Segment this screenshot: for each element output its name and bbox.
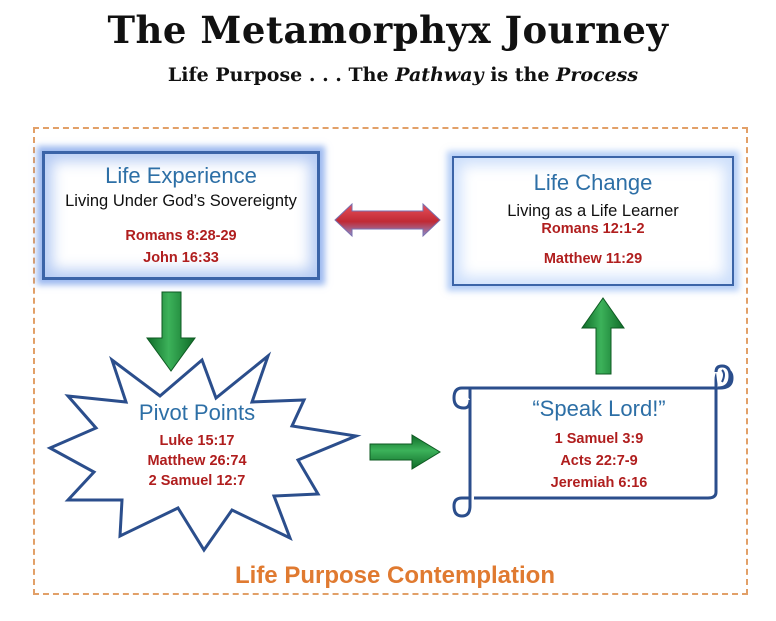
double-arrow [334,202,441,238]
life-change-subtitle: Living as a Life Learner [507,202,679,220]
speak-lord-content: “Speak Lord!” 1 Samuel 3:9 Acts 22:7-9 J… [492,396,706,493]
speak-lord-ref-3: Jeremiah 6:16 [550,475,648,491]
life-experience-subtitle: Living Under God’s Sovereignty [65,192,297,210]
life-experience-heading: Life Experience [105,163,257,188]
pivot-points-ref-1: Luke 15:17 [159,433,235,449]
pivot-points-heading: Pivot Points [138,400,256,425]
life-experience-box: Life Experience Living Under God’s Sover… [42,151,320,280]
arrow-up [581,297,625,375]
arrow-right [369,434,441,470]
speak-lord-ref-1: 1 Samuel 3:9 [554,431,644,447]
footer-label: Life Purpose Contemplation [234,562,555,589]
dashed-frame [33,127,748,595]
life-change-box: Life Change Living as a Life Learner Rom… [452,156,734,286]
life-experience-ref-2: John 16:33 [143,250,219,266]
arrow-down [146,291,196,372]
burst-shape [46,351,362,553]
life-change-heading: Life Change [533,170,653,195]
diagram-subtitle: Life Purpose . . . The Pathway is the Pr… [0,64,776,86]
subtitle-emphasis-process: Process [556,64,639,86]
subtitle-emphasis-pathway: Pathway [395,64,484,86]
speak-lord-ref-2: Acts 22:7-9 [560,453,638,469]
life-change-ref-2: Matthew 11:29 [543,251,643,267]
speak-lord-heading: “Speak Lord!” [532,396,666,421]
scroll-shape [452,364,734,518]
diagram-title: The Metamorphyx Journey [107,8,669,52]
pivot-points-ref-2: Matthew 26:74 [147,453,247,469]
life-change-ref-1: Romans 12:1-2 [541,221,645,237]
life-experience-ref-1: Romans 8:28-29 [125,228,237,244]
subtitle-part1: Life Purpose . . . The [167,64,396,86]
pivot-points-content: Pivot Points Luke 15:17 Matthew 26:74 2 … [112,400,282,491]
pivot-points-ref-3: 2 Samuel 12:7 [148,473,246,489]
subtitle-part2: is the [483,64,557,86]
